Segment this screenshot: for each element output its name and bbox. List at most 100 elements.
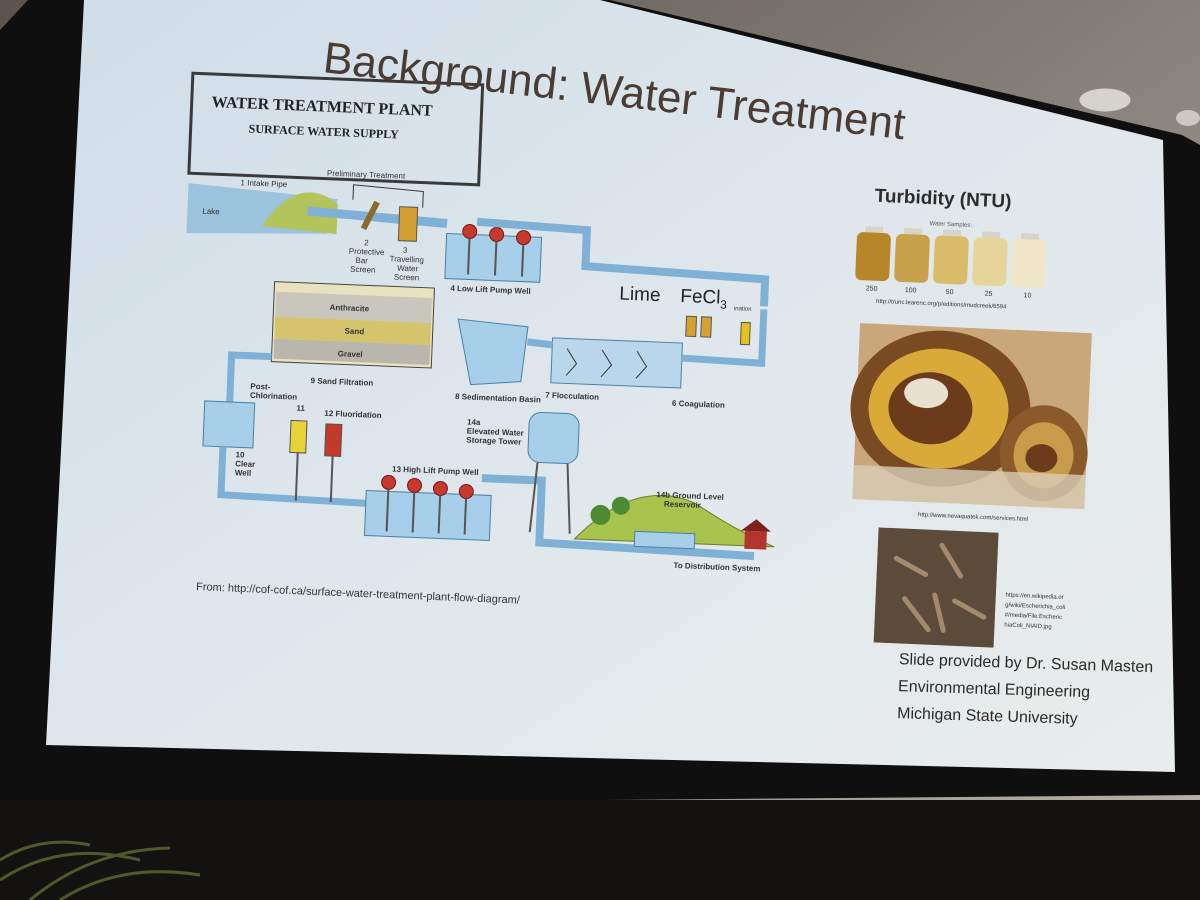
protective-label-3: Bar	[355, 256, 368, 266]
water-samples-label: Water Samples:	[929, 221, 972, 229]
source-from: From: http://cof-cof.ca/surface-water-tr…	[196, 581, 521, 607]
intake-label: 1 Intake Pipe	[240, 178, 288, 189]
high-lift-well	[363, 489, 492, 542]
trees	[590, 496, 630, 525]
sample-jar	[894, 233, 930, 283]
lime-tank	[685, 315, 698, 338]
ecoli-url-line-1: https://en.wikipedia.or	[1005, 592, 1063, 601]
turbidity-value: 50	[946, 289, 954, 296]
elevated-label-3: Storage Tower	[466, 435, 521, 446]
coagulation-label: 6 Coagulation	[672, 399, 725, 410]
return-pipe	[225, 351, 272, 411]
flocculation-tank	[550, 337, 683, 389]
sedimentation-label: 8 Sedimentation Basin	[455, 392, 541, 404]
sample-jar	[1011, 238, 1047, 288]
sedimentation-basin	[457, 318, 529, 386]
jar-cap	[943, 229, 962, 237]
credit-line-3: Michigan State University	[897, 705, 1078, 728]
stage-floor	[0, 800, 1200, 900]
slide-title: Background: Water Treatment	[321, 33, 908, 149]
plant-title-box	[187, 71, 485, 187]
clear-well-pipe	[217, 446, 376, 508]
pipe-url: http://www.nevaquatek.com/services.html	[918, 512, 1028, 523]
ecoli-photo	[873, 527, 999, 648]
clear-well-label-3: Well	[235, 468, 252, 478]
distribution-pipe	[481, 474, 755, 561]
clear-well-label-2: Clear	[235, 459, 255, 469]
corroded-pipe-photo	[850, 323, 1092, 510]
intake-pipe	[307, 206, 448, 229]
distribution-label: To Distribution System	[673, 561, 760, 573]
travelling-label-2: Travelling	[389, 254, 424, 264]
ground-reservoir	[633, 530, 696, 550]
clear-well-label-1: 10	[235, 450, 245, 459]
anthracite-label: Anthracite	[329, 303, 369, 314]
small-chem-tank	[739, 321, 751, 346]
preliminary-bracket	[352, 184, 424, 208]
sand-label: Sand	[344, 327, 364, 337]
post-chlor-label-1: Post-	[250, 382, 271, 392]
elevated-label-2: Elevated Water	[467, 426, 524, 437]
ground-label-1: 14b Ground Level	[656, 490, 724, 502]
house	[744, 530, 767, 550]
fecl-tank	[700, 316, 713, 338]
elevated-label-1: 14a	[467, 418, 481, 428]
jar-cap	[904, 227, 923, 235]
turbidity-value: 10	[1023, 292, 1031, 299]
travelling-screen	[397, 206, 419, 242]
protective-label-4: Screen	[350, 265, 376, 275]
ceiling-light	[1176, 110, 1200, 126]
post-chlor-number: 11	[296, 404, 305, 413]
ecoli-url-line-4: hiaColi_NIAID.jpg	[1004, 622, 1052, 630]
fluoridation-fragment: ination	[734, 306, 752, 313]
middle-pipe	[526, 309, 768, 368]
fecl-label: FeCl3	[680, 286, 728, 312]
travelling-label-1: 3	[403, 246, 408, 255]
turbidity-value: 100	[905, 287, 917, 295]
credit-line-2: Environmental Engineering	[898, 678, 1091, 701]
sample-jar	[933, 235, 969, 285]
high-lift-label: 13 High Lift Pump Well	[392, 465, 479, 477]
post-chlorination-tank	[202, 400, 256, 449]
preliminary-label: Preliminary Treatment	[327, 169, 406, 181]
turbidity-url: http://trunc.learenc.org/p/editions/mudc…	[876, 299, 1007, 311]
water-tower-tank	[527, 411, 580, 464]
main-pipe-top	[476, 217, 770, 307]
gravel-label: Gravel	[338, 349, 363, 359]
jar-cap	[865, 226, 884, 234]
post-chlor-label-2: Chlorination	[250, 391, 298, 402]
fluoridation-label: 12 Fluoridation	[324, 409, 382, 420]
protective-label-2: Protective	[349, 247, 385, 257]
ecoli-url: https://en.wikipedia.or g/wiki/Escherich…	[1004, 592, 1065, 630]
lime-label: Lime	[619, 284, 661, 307]
anthracite-layer	[275, 291, 433, 323]
jar-cap	[1020, 233, 1040, 240]
gravel-layer	[273, 338, 431, 365]
house-roof	[740, 519, 771, 532]
sand-layer	[274, 316, 432, 345]
water-tower-legs	[528, 462, 571, 534]
travelling-label-3: Water	[397, 264, 419, 274]
hill	[261, 192, 338, 235]
ecoli-url-line-2: g/wiki/Escherichia_coli	[1005, 602, 1065, 611]
sample-jar	[855, 232, 891, 282]
ground-label-2: Reservoir	[664, 499, 701, 509]
floc-paddles	[565, 348, 648, 379]
turbidity-value: 250	[866, 285, 878, 293]
sample-jar	[972, 237, 1008, 287]
plant-title-line-2: SURFACE WATER SUPPLY	[248, 122, 399, 142]
sand-filtration-label: 9 Sand Filtration	[310, 376, 373, 388]
jar-cap	[982, 231, 1001, 239]
travelling-label-4: Screen	[394, 272, 420, 282]
turbidity-values: 250 100 50 25 10	[866, 285, 1032, 299]
turbidity-jars	[855, 226, 1047, 288]
high-lift-pumps	[381, 474, 474, 500]
lake-label: Lake	[202, 207, 220, 217]
turbidity-value: 25	[984, 291, 992, 298]
flocculation-label: 7 Flocculation	[545, 391, 599, 402]
